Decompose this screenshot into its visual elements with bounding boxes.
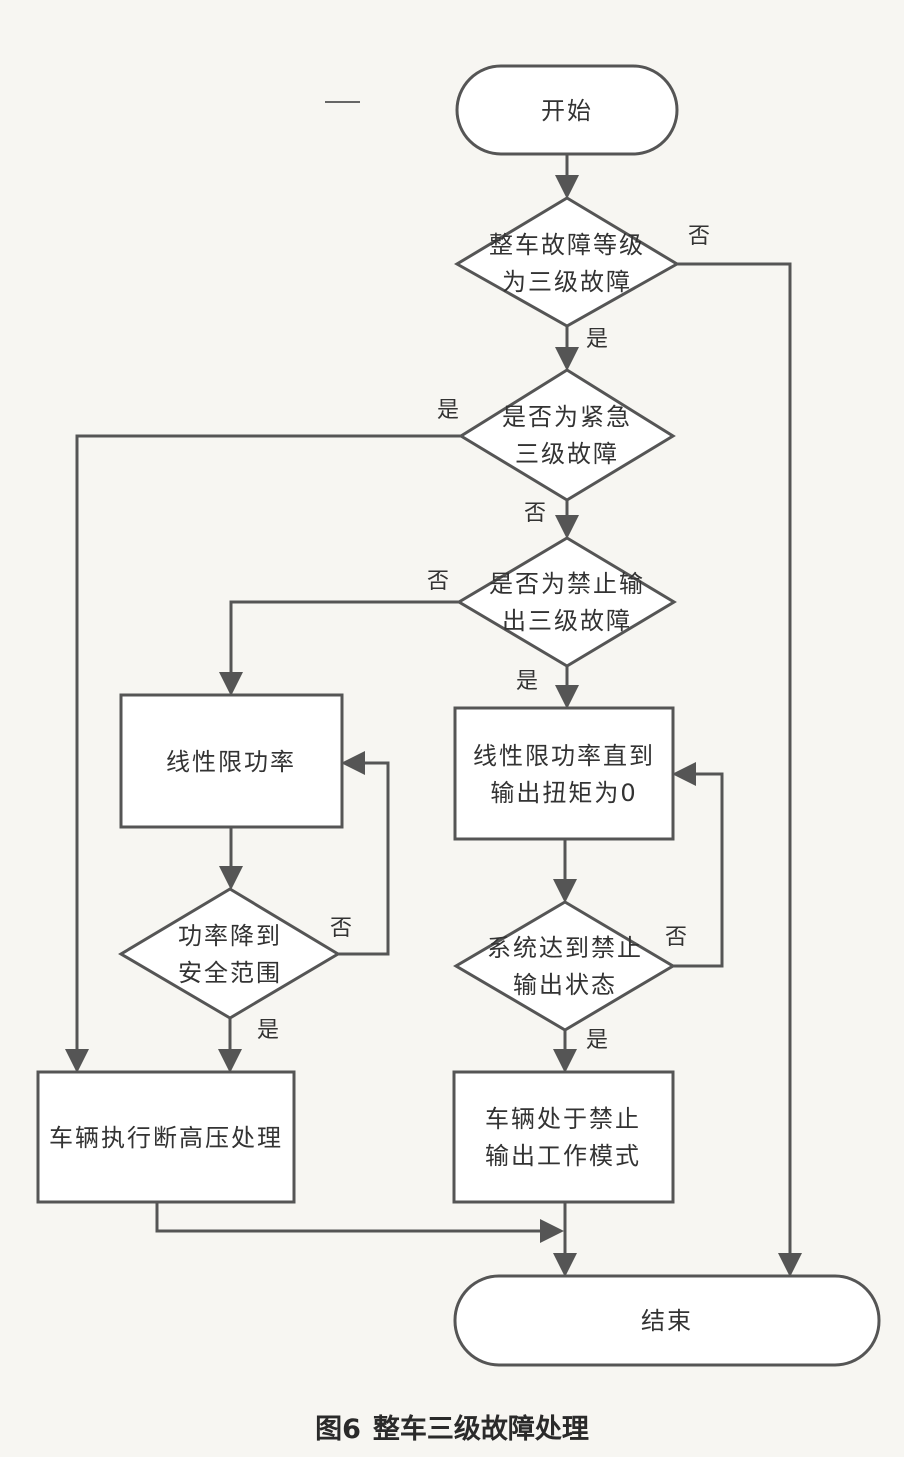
process-forbid-mode bbox=[452, 1070, 675, 1204]
decision-level bbox=[454, 196, 680, 328]
start-label: 开始 bbox=[541, 97, 593, 125]
edge-label-level-yes: 是 bbox=[586, 327, 608, 352]
edge-power-safe-no-loop bbox=[338, 751, 390, 956]
process-limit-power-right-line2: 输出扭矩为0 bbox=[490, 779, 637, 807]
edge-label-forbid-yes: 是 bbox=[516, 669, 538, 694]
figure-caption: 图6 整车三级故障处理 bbox=[0, 1407, 904, 1446]
edge-label-power-safe-no: 否 bbox=[330, 916, 352, 941]
decision-forbid-state bbox=[453, 900, 676, 1032]
edge-label-level-no: 否 bbox=[688, 224, 710, 249]
decision-forbid-line1: 是否为禁止输 bbox=[489, 570, 645, 598]
process-limit-power-right-line1: 线性限功率直到 bbox=[473, 742, 655, 770]
decision-level-line2: 为三级故障 bbox=[502, 268, 632, 296]
process-forbid-mode-line2: 输出工作模式 bbox=[485, 1142, 641, 1170]
decision-forbid-state-line2: 输出状态 bbox=[513, 971, 617, 999]
process-cut-hv-label: 车辆执行断高压处理 bbox=[49, 1124, 283, 1152]
edge-forbid-state-no-loop bbox=[672, 762, 724, 968]
decision-forbid-state-line1: 系统达到禁止 bbox=[487, 934, 643, 962]
edge-label-forbid-state-no: 否 bbox=[665, 925, 687, 950]
end-label: 结束 bbox=[641, 1307, 693, 1335]
decision-forbid-line2: 出三级故障 bbox=[502, 607, 632, 635]
flowchart-canvas: 开始 整车故障等级 为三级故障 是否为紧急 三级故障 是否为禁止输 出三级故障 … bbox=[36, 64, 881, 1367]
process-limit-power-left-label: 线性限功率 bbox=[166, 748, 296, 776]
decision-level-line1: 整车故障等级 bbox=[489, 231, 645, 259]
decision-power-safe-line2: 安全范围 bbox=[178, 959, 282, 987]
process-limit-power-right bbox=[453, 706, 675, 841]
decision-power-safe bbox=[118, 887, 341, 1020]
edge-label-emergency-no: 否 bbox=[524, 501, 546, 526]
edge-label-power-safe-yes: 是 bbox=[257, 1018, 279, 1043]
process-limit-power-left bbox=[119, 693, 344, 829]
edge-label-forbid-no: 否 bbox=[427, 569, 449, 594]
process-forbid-mode-line1: 车辆处于禁止 bbox=[485, 1105, 641, 1133]
edge-cut-hv-to-end bbox=[155, 1202, 564, 1243]
decision-power-safe-line1: 功率降到 bbox=[178, 922, 282, 950]
end-terminal bbox=[453, 1274, 881, 1367]
edge-level-no-to-end bbox=[677, 262, 802, 1277]
process-cut-hv bbox=[36, 1070, 296, 1204]
decision-emergency-line2: 三级故障 bbox=[515, 440, 619, 468]
edge-forbid-no-to-limit-left bbox=[219, 600, 459, 696]
figure-number: 图6 bbox=[315, 1414, 361, 1445]
decision-emergency-line1: 是否为紧急 bbox=[502, 403, 632, 431]
edge-label-emergency-yes: 是 bbox=[437, 398, 459, 423]
edge-label-forbid-state-yes: 是 bbox=[586, 1028, 608, 1053]
decision-emergency bbox=[458, 368, 676, 502]
edge-emergency-yes-to-cut-hv bbox=[65, 434, 461, 1073]
decision-forbid bbox=[456, 536, 677, 668]
figure-title: 整车三级故障处理 bbox=[372, 1414, 589, 1445]
